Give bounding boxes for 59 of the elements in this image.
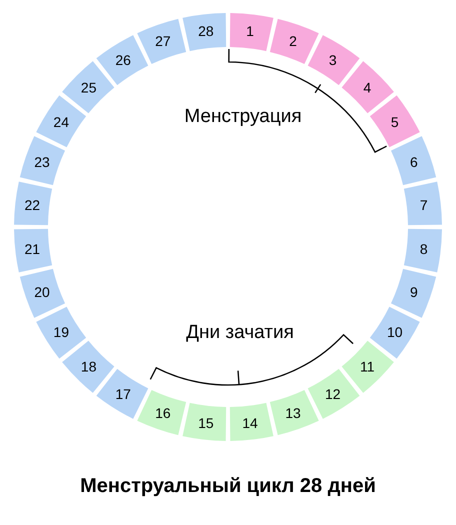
- day-segment: [62, 340, 114, 393]
- day-segment: [370, 95, 420, 148]
- day-number: 23: [34, 154, 50, 170]
- day-segment: [342, 340, 394, 393]
- day-segment: [96, 368, 148, 419]
- day-segment: [270, 390, 319, 436]
- day-segment: [36, 95, 86, 148]
- day-segment: [230, 402, 274, 441]
- day-segment: [342, 61, 394, 114]
- day-segment: [308, 35, 360, 86]
- day-segment: [182, 402, 226, 441]
- day-number: 20: [34, 284, 50, 300]
- day-segment: [96, 35, 148, 86]
- day-segment: [390, 268, 436, 318]
- day-number: 12: [325, 386, 341, 402]
- day-segment: [404, 228, 442, 272]
- phase-label: Менструация: [184, 106, 302, 127]
- day-segment: [308, 368, 360, 419]
- day-segment: [137, 18, 186, 64]
- caption: Менструальный цикл 28 дней: [80, 475, 376, 497]
- day-number: 5: [390, 114, 399, 130]
- day-segment: [390, 136, 436, 186]
- day-number: 4: [363, 80, 372, 96]
- day-segment: [14, 182, 52, 226]
- day-number: 19: [53, 324, 69, 340]
- day-number: 2: [289, 33, 297, 50]
- day-segment: [404, 182, 442, 226]
- day-segment: [370, 306, 420, 359]
- day-segment: [270, 18, 319, 64]
- day-number: 15: [198, 414, 214, 431]
- day-number: 26: [115, 52, 131, 68]
- day-number: 13: [285, 404, 301, 421]
- day-number: 25: [80, 80, 96, 96]
- day-number: 27: [155, 33, 171, 50]
- day-number: 24: [53, 114, 69, 130]
- day-number: 28: [198, 23, 214, 40]
- day-number: 11: [360, 358, 375, 374]
- day-segment: [62, 61, 114, 114]
- day-number: 9: [410, 284, 418, 300]
- day-segment: [36, 306, 86, 359]
- day-number: 10: [387, 324, 403, 340]
- day-number: 22: [24, 196, 40, 213]
- day-number: 8: [420, 241, 428, 258]
- day-segment: [14, 228, 52, 272]
- day-number: 21: [24, 241, 40, 258]
- phase-label: Дни зачатия: [186, 322, 294, 343]
- day-number: 17: [115, 386, 131, 402]
- day-segment: [20, 268, 66, 318]
- day-segment: [137, 390, 186, 436]
- day-number: 6: [410, 154, 418, 170]
- day-number: 7: [420, 196, 428, 213]
- day-number: 1: [246, 23, 254, 40]
- day-number: 16: [155, 404, 171, 421]
- day-number: 14: [242, 414, 258, 431]
- day-segment: [182, 13, 226, 52]
- day-segment: [230, 13, 274, 52]
- day-number: 3: [328, 52, 337, 68]
- day-number: 18: [80, 358, 96, 374]
- day-segment: [20, 136, 66, 186]
